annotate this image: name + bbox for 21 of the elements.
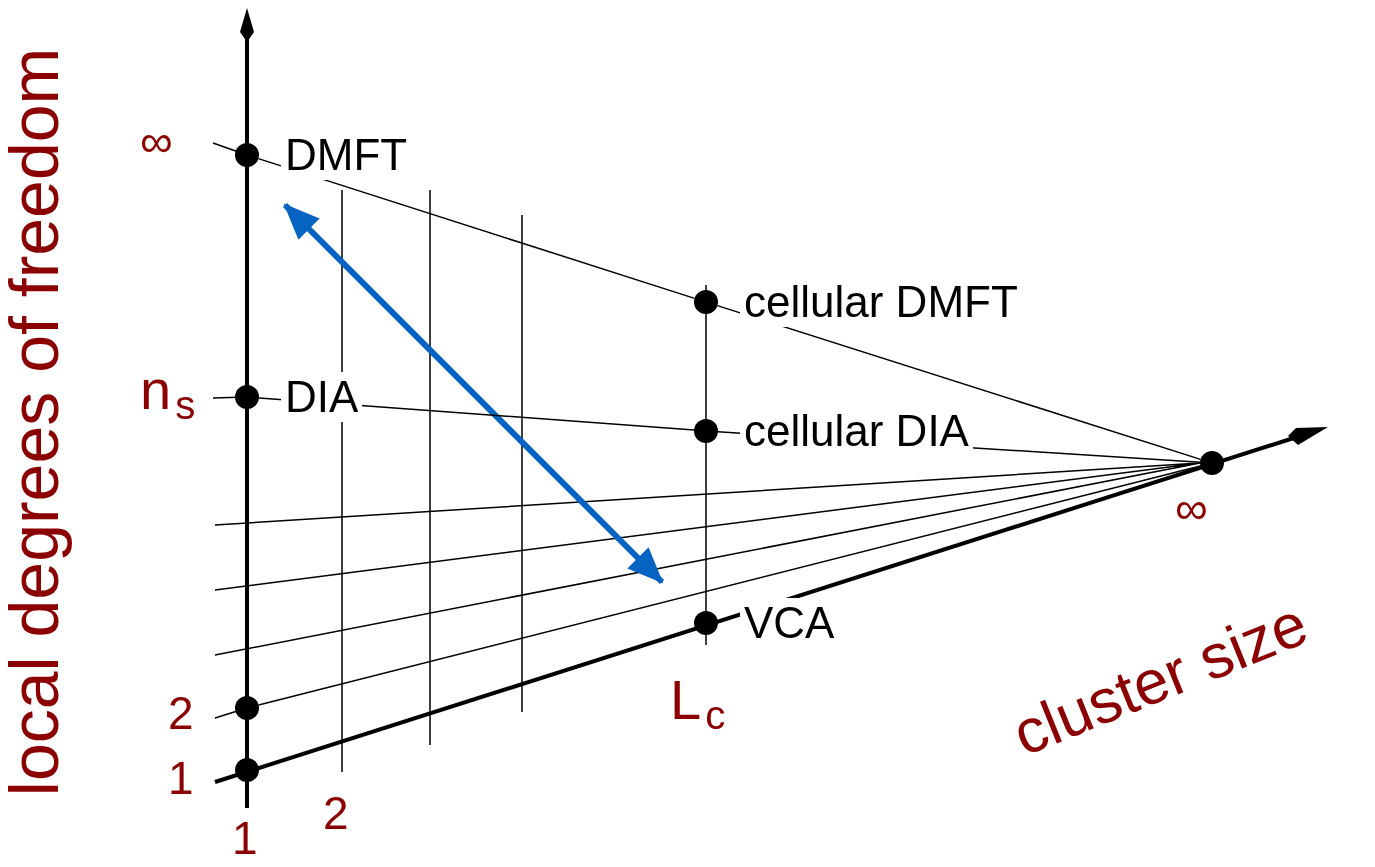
connector-line — [716, 304, 1202, 461]
connector-line — [257, 465, 1202, 706]
point-marker — [235, 385, 259, 409]
axis-tick-label: L$_{c}$ — [670, 672, 726, 736]
point-marker — [235, 143, 259, 167]
point-marker — [694, 611, 718, 635]
axis-title: cluster size — [1004, 592, 1316, 766]
axis-tick-label: 2 — [168, 690, 194, 736]
axis-tick-label: ∞ — [1175, 485, 1208, 531]
method-name: DIA — [281, 372, 363, 422]
axis-tick-label: 2 — [323, 790, 349, 836]
connector-line — [257, 157, 696, 300]
point-marker — [694, 290, 718, 314]
point-marker — [235, 758, 259, 782]
axis-tick-label: 1 — [232, 815, 258, 861]
axis-tick-label: 1 — [168, 755, 194, 801]
point-marker — [1200, 451, 1224, 475]
axis-tick-label: ∞ — [140, 118, 173, 164]
point-marker — [235, 696, 259, 720]
axis-tick-label: n$_{s}$ — [140, 362, 196, 426]
point-marker — [694, 419, 718, 443]
